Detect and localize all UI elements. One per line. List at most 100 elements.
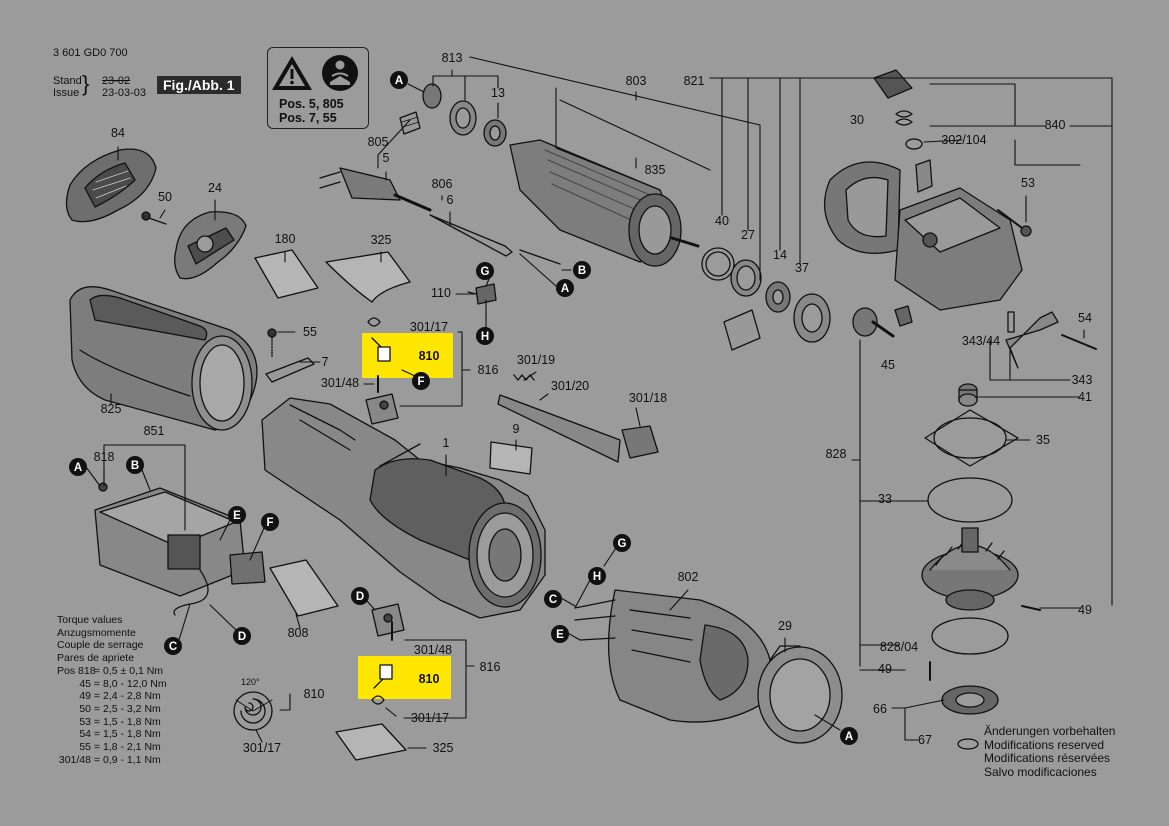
marker-B1: B [573, 261, 591, 279]
marker-circle-B2 [126, 456, 144, 474]
part-301-20-rod [497, 394, 621, 463]
torque-row: 54=1,5 - 1,8 Nm [57, 728, 167, 741]
torque-value: 2,4 - 2,8 Nm [103, 690, 161, 703]
torque-pos: 45 [79, 677, 91, 690]
label-53: 53 [1021, 176, 1035, 190]
marker-letter-F1: F [417, 376, 424, 388]
part-808-label [269, 559, 339, 617]
label-813: 813 [442, 51, 463, 65]
label-301_19: 301/19 [517, 353, 555, 367]
part-45-pinion [852, 307, 895, 338]
torque-pos: 301/48 [58, 753, 91, 766]
torque-equals: = [93, 741, 101, 754]
marker-letter-D2: D [238, 631, 246, 643]
marker-B2: B [126, 456, 144, 474]
label-35: 35 [1036, 433, 1050, 447]
label-816b: 816 [480, 660, 501, 674]
torque-title: Torque values [57, 614, 123, 626]
part-55-screw [267, 328, 277, 359]
marker-circle-A4 [840, 727, 858, 745]
torque-pos: 54 [79, 728, 91, 741]
part-cable-wire [519, 249, 561, 265]
marker-circle-G1 [476, 262, 494, 280]
marker-H2: H [588, 567, 606, 585]
marker-C1: C [544, 590, 562, 608]
torque-row: 55=1,8 - 2,1 Nm [57, 741, 167, 754]
label-816a: 816 [478, 363, 499, 377]
part-29-baffle [757, 645, 843, 744]
warning-line-2: Pos. 7, 55 [279, 111, 337, 125]
warning-icons [272, 55, 358, 91]
marker-circle-H2 [588, 567, 606, 585]
torque-pos: 55 [79, 741, 91, 754]
part-nut [894, 305, 913, 327]
label-49b: 49 [878, 662, 892, 676]
part-84-cover [65, 148, 157, 223]
label-835: 835 [645, 163, 666, 177]
part-54-screw [1061, 334, 1097, 350]
torque-title: Pares de apriete [57, 652, 135, 665]
old-date: 23-02 [102, 75, 131, 87]
part-33-o-ring [927, 477, 1013, 523]
label-9: 9 [513, 422, 520, 436]
label-301_17c: 301/17 [243, 741, 281, 755]
torque-title: Anzugsmomente [57, 626, 136, 639]
label-40: 40 [715, 214, 729, 228]
label-301_17b: 301/17 [411, 711, 449, 725]
part-325-label [325, 251, 411, 303]
marker-D1: D [351, 587, 369, 605]
label-343_44: 343/44 [962, 334, 1000, 348]
marker-letter-D1: D [356, 591, 364, 603]
part-816-brush-holder-upper [365, 393, 399, 425]
label-821: 821 [684, 74, 705, 88]
marker-circle-H1 [476, 327, 494, 345]
part-110-terminal [467, 283, 497, 305]
label-810a: 810 [419, 349, 440, 363]
part-9-label [489, 441, 533, 475]
part-lock-button [873, 69, 913, 99]
label-825: 825 [101, 402, 122, 416]
torque-title: Couple de serrage [57, 639, 144, 652]
marker-circle-F2 [261, 513, 279, 531]
part-40-circlip [701, 247, 735, 281]
part-805-strain-relief [399, 111, 421, 135]
marker-A4: A [840, 727, 858, 745]
label-810c: 810 [304, 687, 325, 701]
part-felt [723, 309, 761, 351]
marker-letter-H2: H [593, 571, 601, 583]
torque-equals: = [93, 690, 101, 703]
marker-F2: F [261, 513, 279, 531]
part-49-screw-right [1021, 605, 1041, 611]
modifications-line: Salvo modificaciones [984, 764, 1097, 779]
marker-circle-C2 [164, 637, 182, 655]
leader-lines [85, 56, 1113, 749]
label-45: 45 [881, 358, 895, 372]
label-325a: 325 [371, 233, 392, 247]
highlight-810-lower [358, 656, 451, 699]
issue-label: Issue [53, 87, 80, 99]
marker-letter-C2: C [169, 641, 177, 653]
marker-A3: A [69, 458, 87, 476]
label-1: 1 [443, 436, 450, 450]
part-spring [895, 110, 913, 126]
torque-equals: = [93, 715, 101, 728]
torque-row: 53=1,5 - 1,8 Nm [57, 716, 167, 729]
torque-pos: 53 [79, 715, 91, 728]
part-7-clip [265, 357, 315, 383]
label-805: 805 [368, 135, 389, 149]
label-301_20: 301/20 [551, 379, 589, 393]
torque-pos: 49 [79, 690, 91, 703]
part-810-brush-upper [371, 337, 391, 362]
marker-G1: G [476, 262, 494, 280]
brace-glyph: } [82, 71, 90, 96]
label-5: 5 [383, 151, 390, 165]
part-41-bush [958, 383, 978, 407]
torque-equals: = [93, 677, 101, 690]
marker-C2: C [164, 637, 182, 655]
label-802: 802 [678, 570, 699, 584]
marker-G2: G [613, 534, 631, 552]
